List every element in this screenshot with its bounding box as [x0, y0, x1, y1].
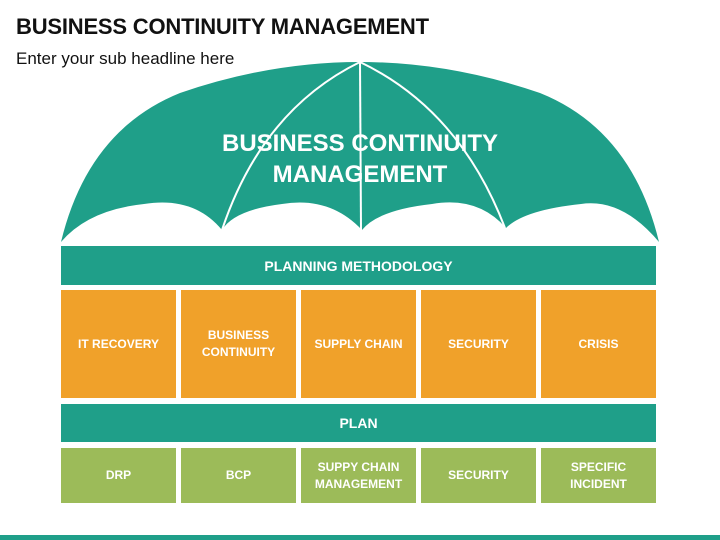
- methodology-row: IT RECOVERY BUSINESS CONTINUITY SUPPLY C…: [61, 290, 656, 398]
- methodology-item-label-line-1: BUSINESS: [207, 328, 270, 342]
- methodology-item-security: SECURITY: [421, 290, 536, 398]
- planning-methodology-bar: PLANNING METHODOLOGY: [61, 246, 656, 285]
- methodology-item-crisis: CRISIS: [541, 290, 656, 398]
- plan-row: DRP BCP SUPPY CHAIN MANAGEMENT SECURITY …: [61, 448, 656, 503]
- methodology-item-label-line-2: CONTINUITY: [201, 345, 276, 359]
- methodology-item-business-continuity: BUSINESS CONTINUITY: [181, 290, 296, 398]
- umbrella-rib-right: [359, 61, 506, 229]
- plan-item-supply-chain-management: SUPPY CHAIN MANAGEMENT: [301, 448, 416, 503]
- bottom-accent-band: [0, 535, 720, 540]
- umbrella-rib-center: [359, 61, 362, 231]
- plan-item-label-line-1: SUPPY CHAIN: [317, 459, 400, 474]
- methodology-item-supply-chain: SUPPLY CHAIN: [301, 290, 416, 398]
- plan-bar: PLAN: [61, 404, 656, 442]
- plan-item-specific-incident: SPECIFIC INCIDENT: [541, 448, 656, 503]
- plan-item-label-line-2: MANAGEMENT: [314, 476, 403, 491]
- page-subtitle: Enter your sub headline here: [16, 49, 235, 68]
- methodology-item-it-recovery: IT RECOVERY: [61, 290, 176, 398]
- umbrella-title-line-1: BUSINESS CONTINUITY: [221, 130, 499, 157]
- umbrella-rib-left: [221, 61, 361, 231]
- plan-item-label-line-1: SPECIFIC: [570, 459, 627, 474]
- umbrella-title: BUSINESS CONTINUITY MANAGEMENT: [160, 128, 560, 190]
- plan-item-bcp: BCP: [181, 448, 296, 503]
- plan-item-drp: DRP: [61, 448, 176, 503]
- plan-item-label-line-2: INCIDENT: [570, 476, 627, 491]
- plan-item-security: SECURITY: [421, 448, 536, 503]
- umbrella-title-line-2: MANAGEMENT: [272, 161, 448, 188]
- page-title: BUSINESS CONTINUITY MANAGEMENT: [16, 14, 429, 39]
